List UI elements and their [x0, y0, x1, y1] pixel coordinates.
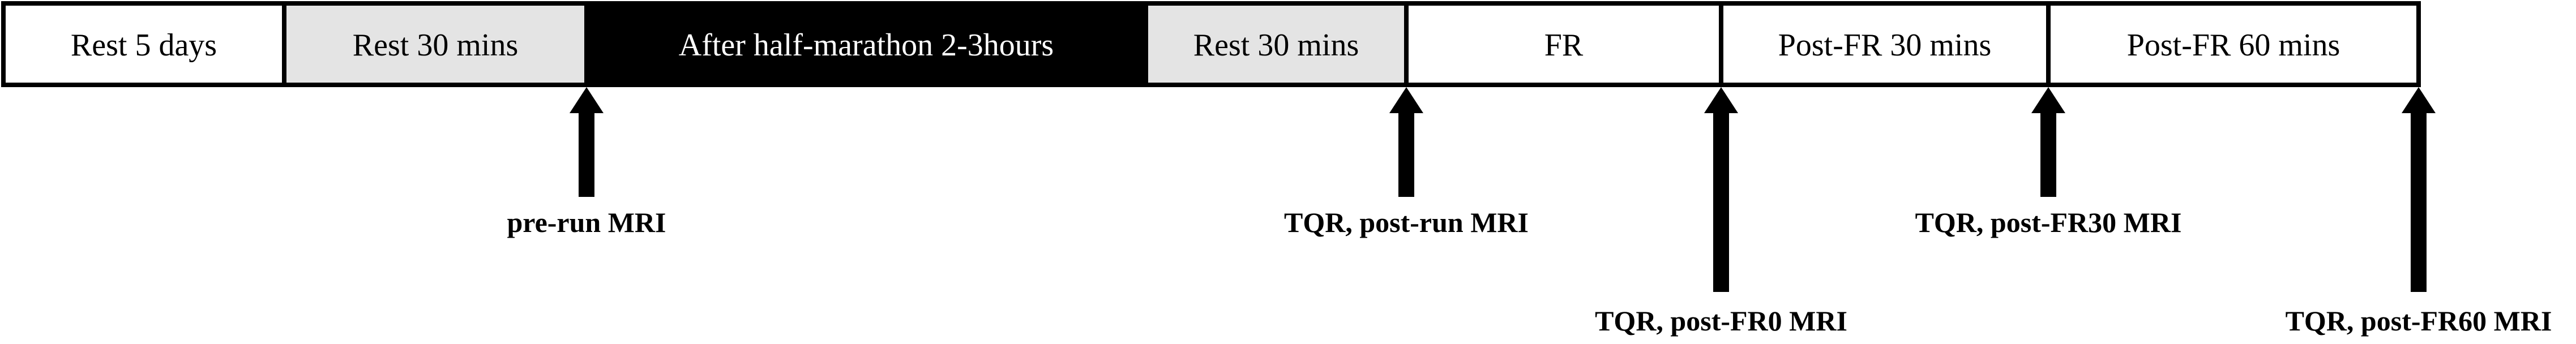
segment-half-marathon: After half-marathon 2-3hours	[584, 1, 1148, 87]
marker-label: pre-run MRI	[507, 207, 666, 238]
marker-label: TQR, post-run MRI	[1284, 207, 1529, 238]
marker-label: TQR, post-FR30 MRI	[1915, 207, 2182, 238]
segment-label: After half-marathon 2-3hours	[679, 28, 1054, 63]
segment-label: Rest 30 mins	[1193, 28, 1359, 63]
marker-post-fr30: TQR, post-FR30 MRI	[1915, 87, 2182, 238]
marker-label: TQR, post-FR0 MRI	[1595, 305, 1847, 337]
arrow-up-icon	[570, 87, 604, 113]
segment-rest-30-mins-pre: Rest 30 mins	[282, 1, 589, 87]
marker-label: TQR, post-FR60 MRI	[2286, 305, 2552, 337]
arrow-shaft	[579, 112, 594, 197]
timeline-segments: Rest 5 days Rest 30 mins After half-mara…	[1, 1, 2421, 87]
timeline-markers: pre-run MRI TQR, post-run MRI TQR, post-…	[507, 87, 2552, 337]
marker-post-fr0: TQR, post-FR0 MRI	[1595, 87, 1847, 337]
segment-label: Post-FR 30 mins	[1778, 28, 1992, 63]
arrow-shaft	[1398, 112, 1414, 197]
segment-fr: FR	[1404, 1, 1723, 87]
marker-post-run: TQR, post-run MRI	[1284, 87, 1529, 238]
segment-label: Rest 5 days	[71, 28, 217, 63]
arrow-shaft	[1713, 112, 1729, 292]
segment-rest-5-days: Rest 5 days	[1, 1, 286, 87]
segment-label: Rest 30 mins	[353, 28, 518, 63]
segment-post-fr-30: Post-FR 30 mins	[1719, 1, 2051, 87]
segment-label: Post-FR 60 mins	[2127, 28, 2340, 63]
arrow-up-icon	[2031, 87, 2065, 113]
segment-label: FR	[1544, 28, 1584, 63]
arrow-up-icon	[2402, 87, 2436, 113]
segment-box	[584, 1, 1148, 87]
segment-box	[282, 1, 589, 87]
segment-box	[1404, 1, 1723, 87]
marker-post-fr60: TQR, post-FR60 MRI	[2286, 87, 2552, 337]
arrow-shaft	[2411, 112, 2427, 292]
arrow-up-icon	[1389, 87, 1423, 113]
arrow-shaft	[2040, 112, 2056, 197]
segment-box	[1719, 1, 2051, 87]
segment-rest-30-mins-post: Rest 30 mins	[1144, 1, 1409, 87]
segment-box	[1, 1, 286, 87]
marker-pre-run: pre-run MRI	[507, 87, 666, 238]
segment-post-fr-60: Post-FR 60 mins	[2046, 1, 2421, 87]
arrow-up-icon	[1704, 87, 1738, 113]
segment-box	[2046, 1, 2421, 87]
